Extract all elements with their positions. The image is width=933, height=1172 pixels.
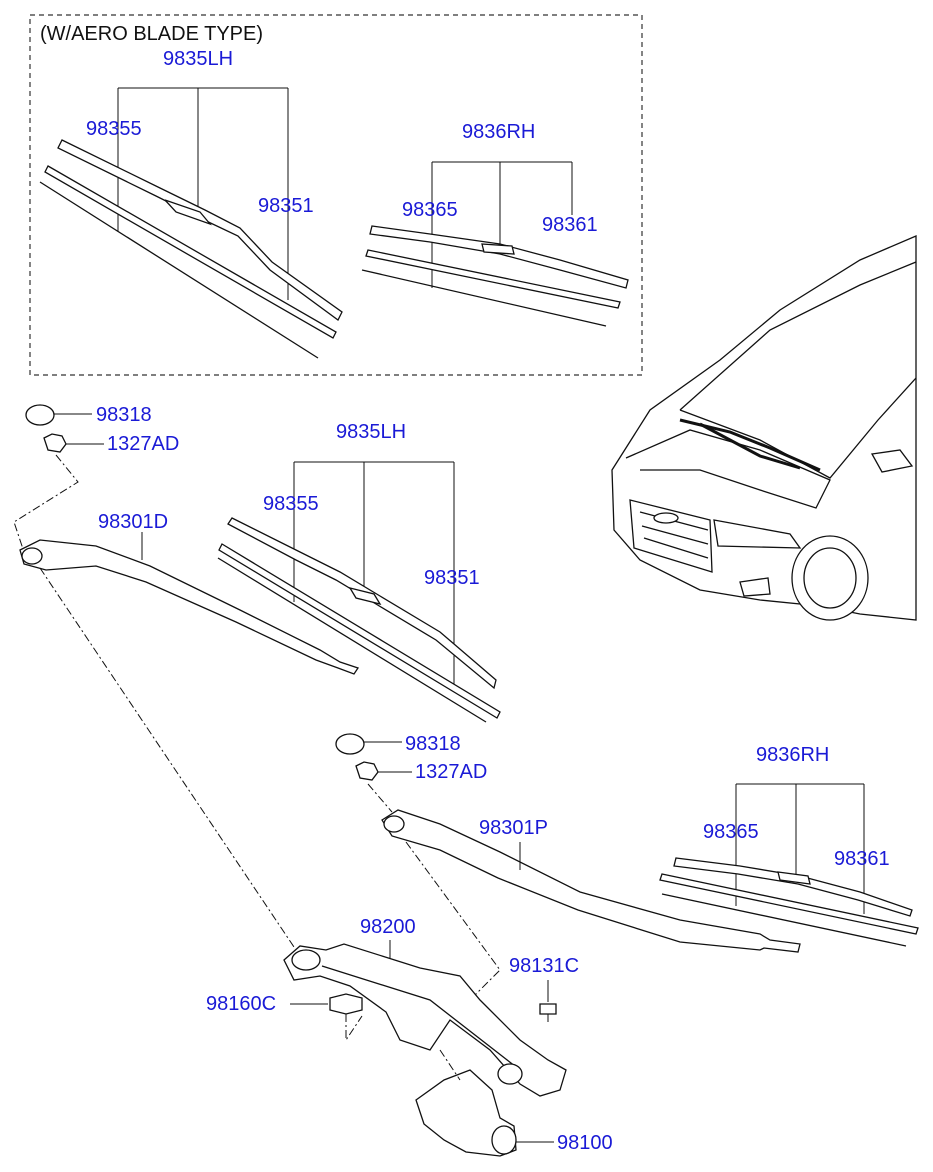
lh-bracket-lines [293, 461, 455, 684]
lh-arm-part[interactable] [19, 539, 360, 675]
lh-arm-dashline [13, 454, 79, 559]
inset-lh-rubber [39, 181, 319, 359]
lh-nut-part[interactable] [43, 433, 67, 453]
lh-arm-pivot [21, 547, 43, 565]
bolt-label[interactable]: 98131C [509, 955, 579, 977]
inset-lh-blade-label[interactable]: 98351 [258, 195, 314, 217]
vehicle-illustration [611, 235, 917, 621]
inset-lh-insert [44, 165, 337, 339]
rh-blade-insert [659, 873, 919, 935]
vehicle-windshield [679, 261, 917, 479]
rh-arm-part[interactable] [381, 809, 801, 953]
rh-arm-label[interactable]: 98301P [479, 817, 548, 839]
rh-cap-part[interactable] [335, 733, 365, 755]
rh-cap-label[interactable]: 98318 [405, 733, 461, 755]
lh-cap-part[interactable] [25, 404, 55, 426]
vehicle-wipers-2 [699, 422, 801, 470]
rh-blade-group: 9836RH 98365 98361 [659, 744, 919, 947]
lh-nut-label[interactable]: 1327AD [107, 433, 179, 455]
lh-pivot-dashline [39, 567, 297, 951]
inset-rh-blade-clip [481, 243, 515, 255]
bracket-dashline [345, 1014, 363, 1042]
rh-blade-clip [777, 871, 811, 885]
bracket-label[interactable]: 98160C [206, 993, 276, 1015]
lh-arm-label[interactable]: 98301D [98, 511, 168, 533]
lh-pivot-head [291, 949, 321, 971]
vehicle-wheel-hub [803, 547, 857, 609]
inset-rh-blade [369, 225, 629, 289]
inset-frame [29, 14, 643, 376]
lh-blade-frame[interactable] [227, 517, 497, 690]
linkage-rod [321, 965, 521, 1071]
lh-assembly-label[interactable]: 9835LH [336, 421, 406, 443]
linkage-motor-group: 98200 98131C 98160C 98100 [39, 567, 613, 1157]
rh-blade-rubber [661, 893, 907, 947]
rh-pivot-head [497, 1063, 523, 1085]
vehicle-mirror [870, 449, 914, 473]
rh-nut-label[interactable]: 1327AD [415, 761, 487, 783]
rh-cap-group: 98318 1327AD [335, 733, 487, 783]
lh-cap-group: 98318 1327AD [25, 404, 179, 455]
inset-title: (W/AERO BLADE TYPE) [40, 23, 263, 45]
vehicle-foglight [739, 577, 771, 597]
rh-insert-label[interactable]: 98365 [703, 821, 759, 843]
bolt-part[interactable] [539, 1003, 557, 1015]
lh-blade-rubber [217, 557, 487, 723]
inset-lh-bracket-lines [117, 87, 289, 300]
lh-blade-clip [348, 586, 382, 606]
inset-rh-blade-label[interactable]: 98361 [542, 214, 598, 236]
lh-arm-group: 98301D [13, 454, 360, 675]
aero-blade-inset: (W/AERO BLADE TYPE) 9835LH 98355 98351 9… [29, 14, 643, 376]
vehicle-body [611, 235, 917, 621]
linkage-part[interactable] [283, 943, 567, 1097]
inset-rh-insert-label[interactable]: 98365 [402, 199, 458, 221]
rh-assembly-label[interactable]: 9836RH [756, 744, 829, 766]
rh-arm-pivot [383, 815, 405, 833]
rh-arm-group: 98301P [367, 783, 801, 953]
inset-lh-insert-label[interactable]: 98355 [86, 118, 142, 140]
inset-rh-insert [365, 249, 621, 309]
lh-blade-label[interactable]: 98351 [424, 567, 480, 589]
lh-cap-label[interactable]: 98318 [96, 404, 152, 426]
inset-rh-bracket-lines [431, 161, 573, 288]
rh-arm-dashline [367, 783, 393, 813]
bracket-part[interactable] [329, 993, 363, 1015]
rh-bracket-lines [735, 783, 865, 914]
inset-lh-assembly-label[interactable]: 9835LH [163, 48, 233, 70]
lh-blade-group: 9835LH 98355 98351 [217, 421, 501, 723]
motor-label[interactable]: 98100 [557, 1132, 613, 1154]
inset-lh-blade-clip [164, 199, 213, 226]
lh-blade-insert [218, 543, 501, 719]
lh-insert-label[interactable]: 98355 [263, 493, 319, 515]
rh-nut-part[interactable] [355, 761, 379, 781]
inset-rh-rubber [361, 269, 607, 327]
linkage-label[interactable]: 98200 [360, 916, 416, 938]
rh-blade-label[interactable]: 98361 [834, 848, 890, 870]
vehicle-hood [625, 429, 831, 509]
motor-endcap [491, 1125, 517, 1155]
inset-rh-assembly-label[interactable]: 9836RH [462, 121, 535, 143]
motor-dashline [439, 1049, 461, 1081]
vehicle-headlight [713, 519, 802, 549]
inset-lh-blade [57, 139, 343, 321]
vehicle-emblem [653, 512, 679, 524]
